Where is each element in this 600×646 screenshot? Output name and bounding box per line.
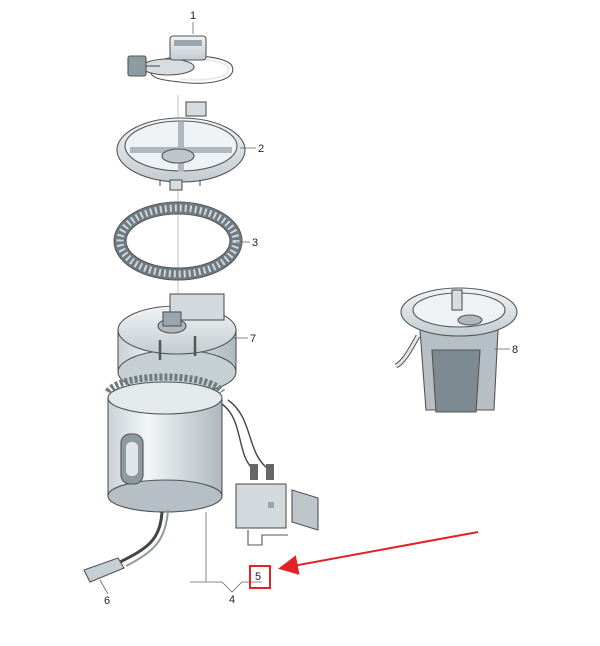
callout-8: 8 [512,344,518,356]
part-4-pump-housing [105,373,274,513]
highlight-box [249,565,271,589]
part-1-connector [127,35,234,84]
part-2-flange [116,101,246,191]
callout-7: 7 [250,333,256,345]
callout-6: 6 [104,595,110,607]
part-5-level-sensor [235,483,319,546]
part-3-lock-ring [113,201,243,281]
callout-1: 1 [190,10,196,22]
highlight-arrow [278,531,479,575]
part-8-flange-detail [394,287,518,413]
callout-2: 2 [258,143,264,155]
callout-4: 4 [229,594,235,606]
callout-3: 3 [252,237,258,249]
callout-5: 5 [255,571,261,583]
part-6-hose [83,509,169,583]
leader-lines [99,22,510,595]
